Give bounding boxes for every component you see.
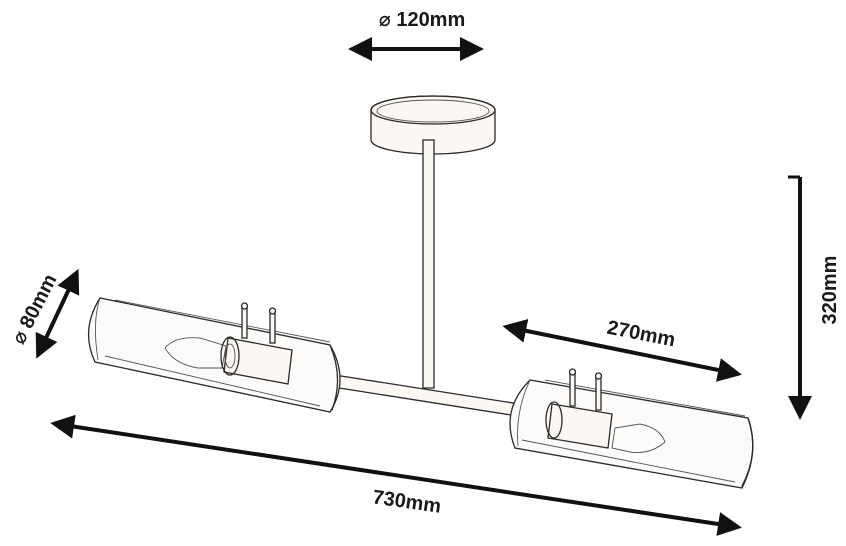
vertical-stem: [422, 139, 435, 389]
label-shade-diameter: ⌀ 80mm: [8, 271, 62, 348]
right-shade: [509, 368, 754, 489]
left-shade: [87, 297, 341, 413]
label-canopy-diameter: ⌀ 120mm: [379, 9, 466, 31]
dimension-arrow-height: [788, 175, 812, 420]
dimension-arrow-shade-length: [502, 319, 742, 382]
label-total-height: 320mm: [819, 256, 841, 325]
dimension-arrow-shade-diameter: [35, 268, 80, 359]
label-total-width: 730mm: [371, 486, 442, 517]
label-shade-length: 270mm: [605, 317, 677, 352]
dimension-arrow-total-width: [50, 414, 742, 536]
